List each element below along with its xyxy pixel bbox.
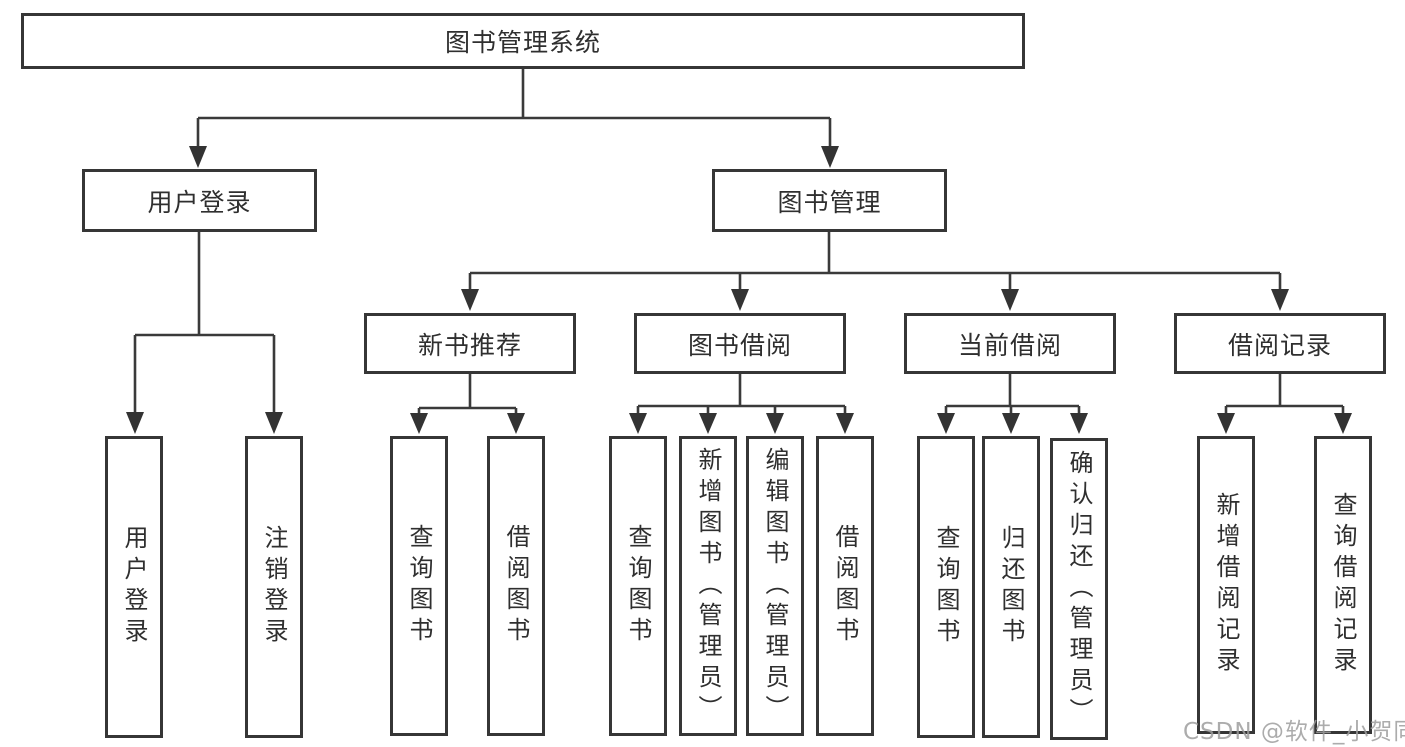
node-book-borrowing-label: 图书借阅 [687, 330, 792, 360]
leaf-add-borrow-record: 新增借阅记录 [1197, 436, 1255, 734]
node-borrowing-records-label: 借阅记录 [1227, 330, 1332, 360]
leaf-user-login-label: 用户登录 [120, 525, 148, 649]
leaf-add-borrow-record-label: 新增借阅记录 [1212, 492, 1240, 678]
node-user-login: 用户登录 [82, 169, 317, 232]
connector-borrow-records-to-leaves [1217, 374, 1352, 434]
node-current-borrowing-label: 当前借阅 [957, 330, 1062, 360]
leaf-add-book-admin-label: 新增图书（管理员） [694, 446, 722, 726]
node-book-management-label: 图书管理 [777, 187, 882, 217]
leaf-borrow-books-recommend-label: 借阅图书 [502, 524, 530, 648]
node-root: 图书管理系统 [21, 13, 1025, 69]
leaf-logout: 注销登录 [245, 436, 303, 738]
leaf-query-books-recommend-label: 查询图书 [405, 524, 433, 648]
connector-root-to-level2 [189, 69, 839, 168]
connector-current-borrow-to-leaves [937, 374, 1088, 434]
leaf-return-books-label: 归还图书 [997, 525, 1025, 649]
node-borrowing-records: 借阅记录 [1174, 313, 1386, 374]
watermark: CSDN @软件_小贺同学 [1183, 719, 1405, 745]
leaf-query-books-current: 查询图书 [917, 436, 975, 738]
leaf-confirm-return-admin-label: 确认归还（管理员） [1065, 449, 1093, 729]
leaf-add-book-admin: 新增图书（管理员） [679, 436, 737, 736]
leaf-borrow-books: 借阅图书 [816, 436, 874, 736]
leaf-user-login: 用户登录 [105, 436, 163, 738]
leaf-query-borrow-record: 查询借阅记录 [1314, 436, 1372, 734]
node-root-label: 图书管理系统 [444, 28, 601, 57]
connector-user-login-to-leaves [126, 232, 283, 434]
node-user-login-label: 用户登录 [147, 187, 252, 217]
node-current-borrowing: 当前借阅 [904, 313, 1116, 374]
connector-book-borrow-to-leaves [629, 374, 854, 434]
leaf-confirm-return-admin: 确认归还（管理员） [1050, 438, 1108, 740]
node-book-management: 图书管理 [712, 169, 947, 232]
connector-new-book-recommend-to-leaves [410, 374, 525, 434]
node-new-book-recommendation: 新书推荐 [364, 313, 576, 374]
leaf-query-books-current-label: 查询图书 [932, 525, 960, 649]
leaf-edit-book-admin-label: 编辑图书（管理员） [761, 446, 789, 726]
leaf-return-books: 归还图书 [982, 436, 1040, 738]
node-new-book-recommendation-label: 新书推荐 [417, 330, 522, 360]
connector-book-management-to-level3 [461, 232, 1289, 311]
leaf-logout-label: 注销登录 [260, 525, 288, 649]
node-book-borrowing: 图书借阅 [634, 313, 846, 374]
leaf-query-books-borrow: 查询图书 [609, 436, 667, 736]
leaf-borrow-books-recommend: 借阅图书 [487, 436, 545, 736]
leaf-query-borrow-record-label: 查询借阅记录 [1329, 492, 1357, 678]
leaf-borrow-books-label: 借阅图书 [831, 524, 859, 648]
leaf-query-books-recommend: 查询图书 [390, 436, 448, 736]
leaf-edit-book-admin: 编辑图书（管理员） [746, 436, 804, 736]
leaf-query-books-borrow-label: 查询图书 [624, 524, 652, 648]
